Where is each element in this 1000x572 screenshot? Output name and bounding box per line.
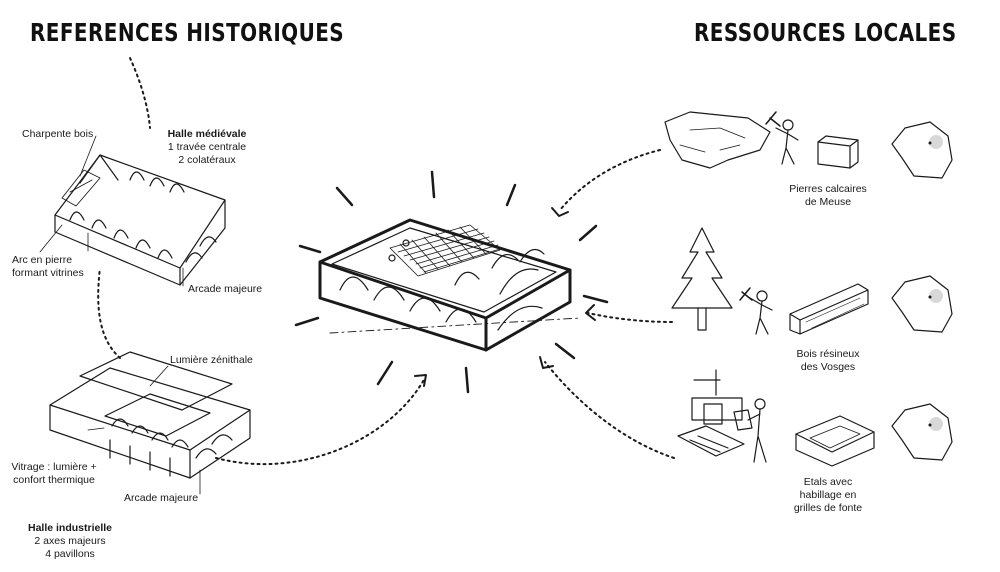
fir-tree-icon — [671, 227, 733, 331]
timber-beam-icon — [789, 283, 869, 335]
resource-stone-line-2: de Meuse — [804, 196, 852, 208]
label-skylight: Lumière zénithale — [170, 354, 253, 366]
france-map-icon-stone — [891, 121, 953, 179]
industrial-hall-caption: Halle industrielle 2 axes majeurs 4 pavi… — [20, 522, 120, 561]
foundry-icon — [677, 369, 767, 463]
label-stone-arch: Arc en pierre formant vitrines — [12, 254, 84, 280]
resource-iron-line-2: habillage en — [799, 489, 857, 501]
resource-iron-line-1: Etals avec — [803, 476, 853, 488]
connector-lines — [97, 57, 675, 466]
resource-wood-line-2: des Vosges — [800, 361, 856, 373]
industrial-hall-line-1: 2 axes majeurs — [34, 535, 106, 547]
label-glazing-line-2: confort thermique — [13, 474, 95, 486]
france-map-icon-iron — [891, 403, 953, 461]
medieval-hall-line-1: 1 travée centrale — [167, 141, 247, 153]
label-industrial-arcade: Arcade majeure — [124, 492, 199, 504]
medieval-hall-title: Halle médiévale — [167, 128, 247, 140]
worker-icon-wood — [739, 287, 773, 335]
heading-historical-references: REFERENCES HISTORIQUES — [30, 18, 345, 47]
industrial-hall-title: Halle industrielle — [27, 522, 113, 534]
resource-stone-caption: Pierres calcaires de Meuse — [770, 183, 886, 209]
resource-iron-line-3: grilles de fonte — [793, 502, 863, 514]
resource-wood-caption: Bois résineux des Vosges — [770, 348, 886, 374]
stone-block-icon — [817, 135, 859, 169]
industrial-hall-line-2: 4 pavillons — [45, 548, 95, 560]
resource-stone-line-1: Pierres calcaires — [789, 183, 867, 195]
limestone-rock-icon — [664, 111, 771, 169]
resource-iron-caption: Etals avec habillage en grilles de fonte — [770, 476, 886, 515]
label-stone-arch-line-2: formant vitrines — [12, 267, 84, 279]
sunburst-rays — [294, 170, 609, 394]
label-glazing-line-1: Vitrage : lumière + — [11, 461, 97, 473]
heading-local-resources: RESSOURCES LOCALES — [694, 18, 957, 47]
medieval-hall-caption: Halle médiévale 1 travée centrale 2 cola… — [158, 128, 256, 167]
industrial-hall-drawing — [49, 351, 251, 495]
arrowheads — [414, 207, 596, 387]
label-timber-frame: Charpente bois — [22, 128, 94, 140]
medieval-hall-drawing — [39, 135, 226, 287]
label-medieval-arcade: Arcade majeure — [188, 283, 263, 295]
resource-wood-line-1: Bois résineux — [796, 348, 860, 360]
label-glazing: Vitrage : lumière + confort thermique — [4, 461, 104, 487]
central-hall-drawing — [318, 218, 581, 352]
label-stone-arch-line-1: Arc en pierre — [12, 254, 73, 266]
market-stall-icon — [795, 415, 875, 467]
worker-icon-stone — [765, 111, 799, 165]
france-map-icon-wood — [891, 275, 953, 333]
medieval-hall-line-2: 2 colatéraux — [178, 154, 236, 166]
